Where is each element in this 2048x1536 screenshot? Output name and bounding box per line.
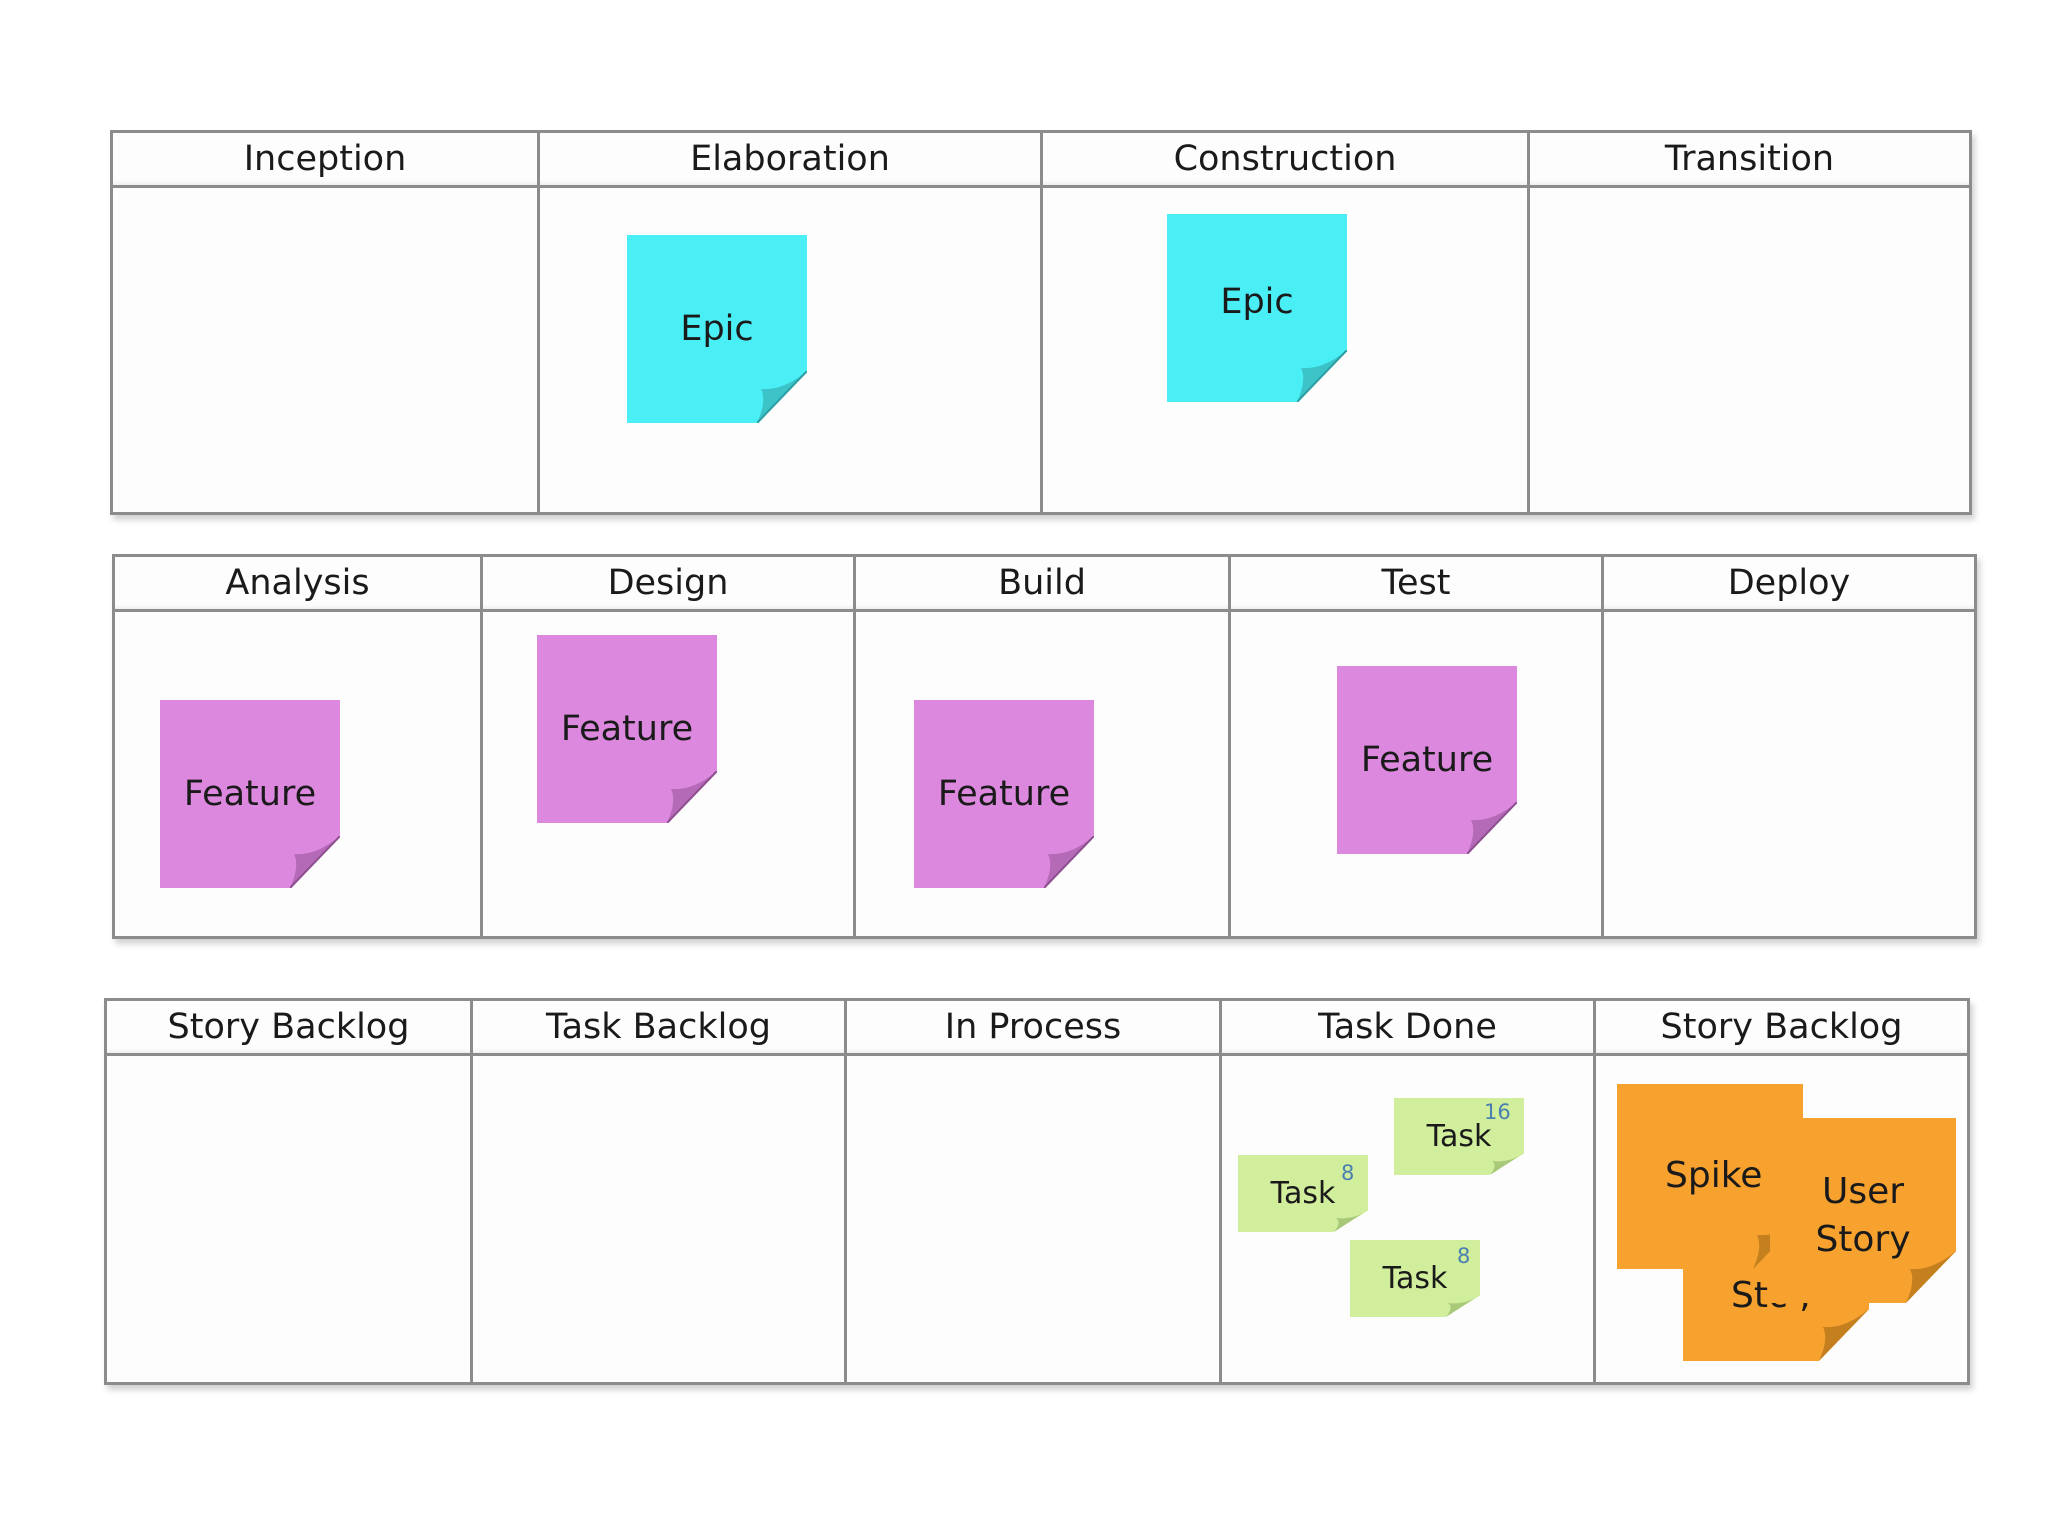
column-divider bbox=[1219, 1001, 1222, 1382]
column-header-elaboration: Elaboration bbox=[540, 133, 1043, 185]
epic-note[interactable]: Epic bbox=[1167, 214, 1347, 402]
page-curl-icon bbox=[1906, 1251, 1956, 1303]
page-curl-icon bbox=[290, 836, 340, 888]
page-curl-icon bbox=[1446, 1295, 1480, 1317]
task-board-header: Story Backlog Task Backlog In Process Ta… bbox=[107, 1001, 1967, 1056]
page-curl-icon bbox=[757, 371, 807, 423]
page-curl-icon bbox=[1490, 1153, 1524, 1175]
column-header-transition: Transition bbox=[1530, 133, 1969, 185]
epic-note[interactable]: Epic bbox=[627, 235, 807, 423]
column-divider bbox=[1593, 1001, 1596, 1382]
column-header-construction: Construction bbox=[1043, 133, 1530, 185]
column-divider bbox=[1228, 557, 1231, 936]
column-header-story-backlog-2: Story Backlog bbox=[1596, 1001, 1967, 1053]
page-curl-icon bbox=[1467, 802, 1517, 854]
feature-note[interactable]: Feature bbox=[914, 700, 1094, 888]
story-points-badge: 8 bbox=[1457, 1244, 1471, 1268]
column-divider bbox=[480, 557, 483, 936]
story-points-badge: 8 bbox=[1341, 1161, 1355, 1185]
column-header-analysis: Analysis bbox=[115, 557, 483, 609]
column-divider bbox=[1040, 133, 1043, 512]
column-divider bbox=[537, 133, 540, 512]
page-curl-icon bbox=[1044, 836, 1094, 888]
column-divider bbox=[1601, 557, 1604, 936]
column-header-design: Design bbox=[483, 557, 856, 609]
page-curl-icon bbox=[1297, 350, 1347, 402]
column-header-task-done: Task Done bbox=[1222, 1001, 1596, 1053]
task-note[interactable]: Task 8 bbox=[1238, 1155, 1368, 1232]
page-curl-icon bbox=[1819, 1309, 1869, 1361]
workflow-board-header: Analysis Design Build Test Deploy bbox=[115, 557, 1974, 612]
column-header-deploy: Deploy bbox=[1604, 557, 1974, 609]
story-note-body: User Story bbox=[1770, 1118, 1956, 1303]
column-header-inception: Inception bbox=[113, 133, 540, 185]
column-header-in-process: In Process bbox=[847, 1001, 1222, 1053]
feature-note[interactable]: Feature bbox=[160, 700, 340, 888]
column-divider bbox=[1527, 133, 1530, 512]
task-note[interactable]: Task 8 bbox=[1350, 1240, 1480, 1317]
feature-note[interactable]: Feature bbox=[537, 635, 717, 823]
page-curl-icon bbox=[667, 771, 717, 823]
phase-board: Inception Elaboration Construction Trans… bbox=[110, 130, 1972, 515]
feature-note[interactable]: Feature bbox=[1337, 666, 1517, 854]
column-divider bbox=[470, 1001, 473, 1382]
task-note[interactable]: Task 16 bbox=[1394, 1098, 1524, 1175]
user-story-note[interactable]: User Story bbox=[1770, 1118, 1956, 1303]
column-divider bbox=[853, 557, 856, 936]
column-header-test: Test bbox=[1231, 557, 1604, 609]
page-curl-icon bbox=[1334, 1210, 1368, 1232]
column-header-build: Build bbox=[856, 557, 1231, 609]
column-header-story-backlog: Story Backlog bbox=[107, 1001, 473, 1053]
story-points-badge: 16 bbox=[1484, 1100, 1511, 1124]
column-divider bbox=[844, 1001, 847, 1382]
column-header-task-backlog: Task Backlog bbox=[473, 1001, 847, 1053]
